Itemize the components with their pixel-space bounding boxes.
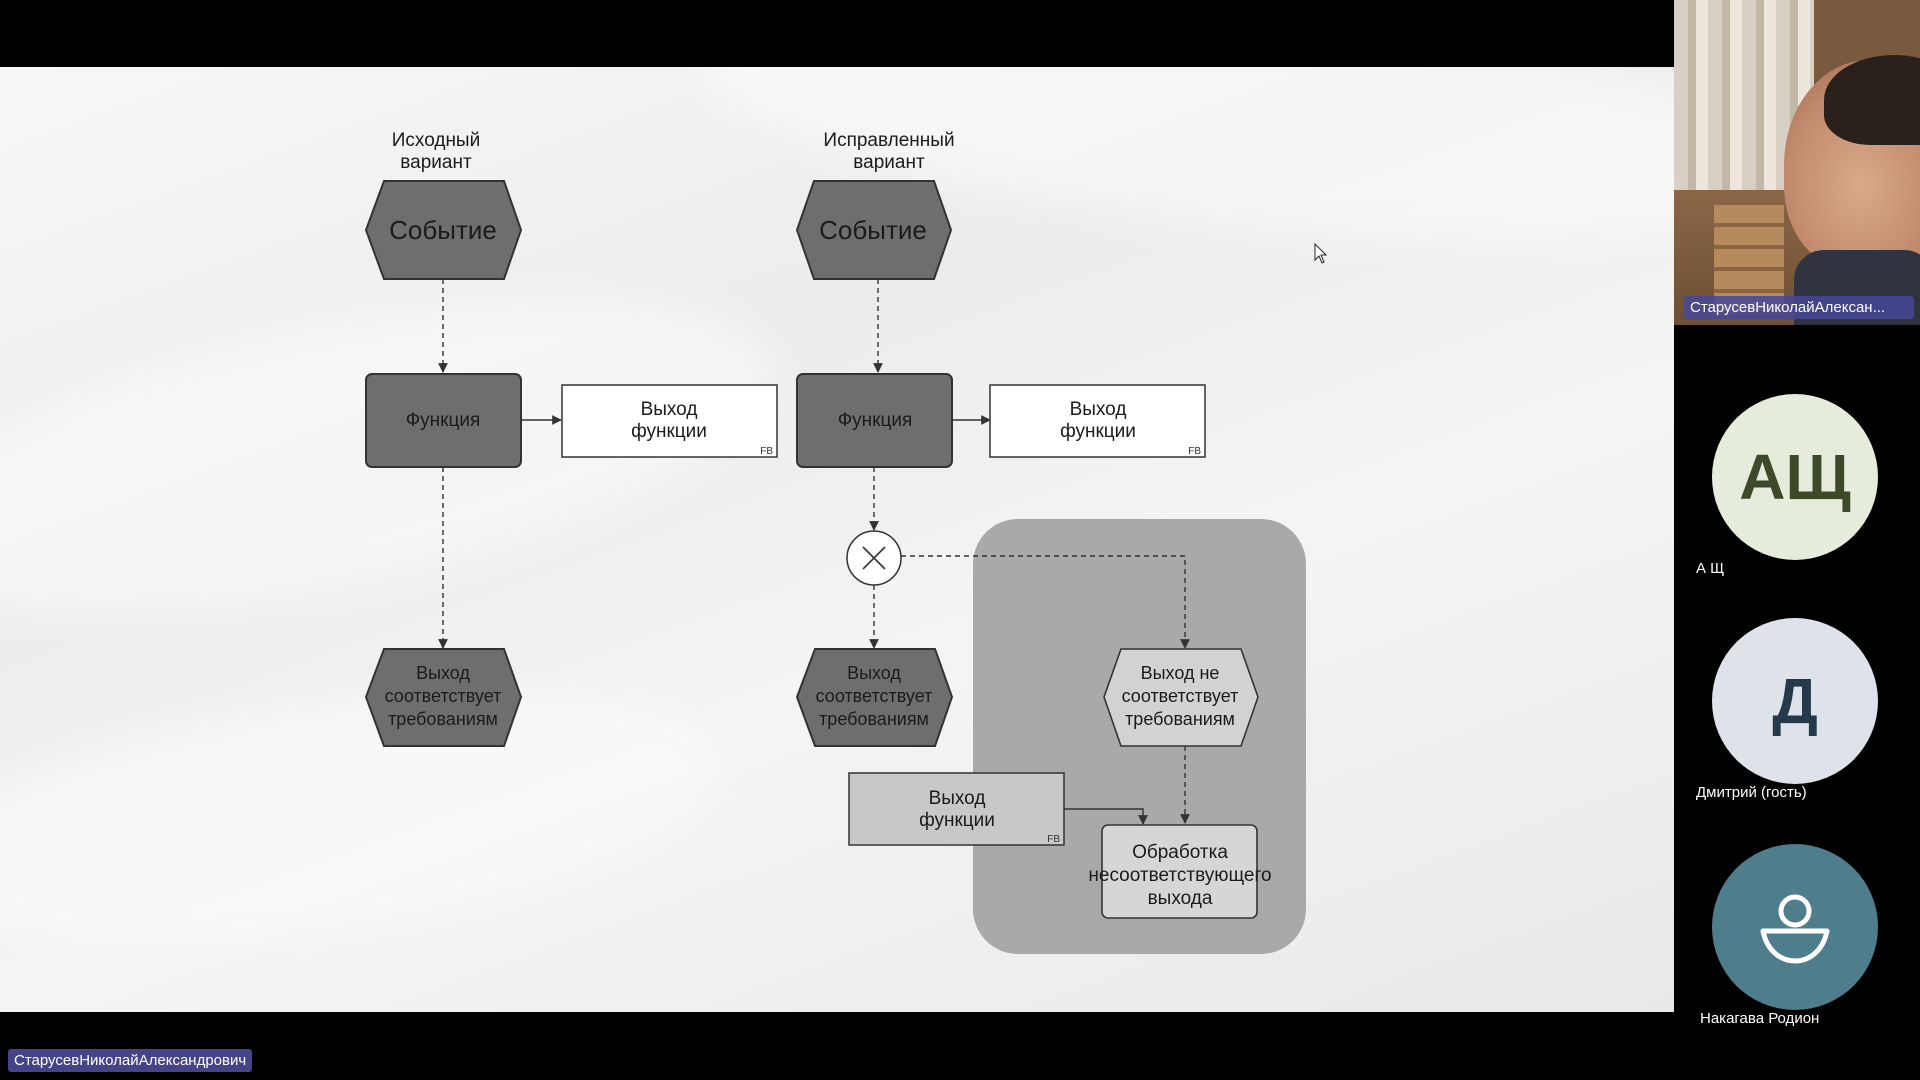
participant-name: А Щ — [1696, 560, 1725, 577]
avatar: АЩ — [1712, 394, 1878, 560]
shared-slide: Исходный вариант Событие Функция Выход ф… — [0, 67, 1674, 1012]
avatar: Д — [1712, 618, 1878, 784]
corrected-result-line2: соответствует — [816, 686, 933, 706]
nonconform-line2: соответствует — [1122, 686, 1239, 706]
original-function-label: Функция — [406, 410, 481, 431]
original-event-node — [364, 180, 523, 280]
corrected-output2-box — [848, 772, 1065, 846]
corrected-event-label: Событие — [819, 215, 927, 245]
presenter-name-tag: СтарусевНиколайАлександрович — [8, 1049, 253, 1072]
handling-function-node — [1101, 824, 1258, 919]
participant-tile-2[interactable]: Д Дмитрий (гость) — [1674, 618, 1920, 818]
corrected-output2-line1: Выход — [929, 788, 986, 809]
participant-tile-3[interactable]: Накагава Родион — [1674, 844, 1920, 1044]
original-result-line3: требованиям — [388, 709, 498, 729]
self-view-name-tag: СтарусевНиколайАлексан... — [1684, 296, 1914, 319]
original-title-line1: Исходный — [392, 130, 480, 151]
avatar-initials: АЩ — [1739, 441, 1851, 513]
corrected-output2-line2: функции — [919, 810, 995, 831]
self-camera-view[interactable] — [1674, 0, 1920, 325]
corrected-output-line2: функции — [1060, 421, 1136, 442]
handling-line1: Обработка — [1132, 842, 1228, 863]
corrected-result-event-node — [795, 648, 954, 747]
avatar-initials: Д — [1772, 665, 1818, 737]
original-event-label: Событие — [389, 215, 497, 245]
corrected-title-line2: вариант — [853, 152, 925, 173]
corrected-output-box — [989, 384, 1206, 458]
participant-tile-1[interactable]: АЩ А Щ — [1674, 394, 1920, 594]
corrected-title-line1: Исправленный — [823, 130, 954, 151]
nonconform-event-node — [1103, 648, 1259, 747]
original-result-event-node — [364, 648, 523, 747]
corrected-connector-to-nonconform — [901, 555, 1190, 649]
handling-line2: несоответствующего — [1088, 865, 1271, 886]
original-output-tag: FB — [760, 446, 773, 457]
participant-name: Дмитрий (гость) — [1696, 784, 1807, 801]
xor-gateway-icon — [846, 530, 902, 586]
nonconform-line3: требованиям — [1125, 709, 1235, 729]
handling-line3: выхода — [1148, 888, 1213, 909]
mouse-cursor-icon — [1314, 243, 1328, 264]
original-output-box — [561, 384, 778, 458]
corrected-output-line1: Выход — [1070, 399, 1127, 420]
corrected-result-line1: Выход — [847, 663, 901, 683]
original-output-line1: Выход — [641, 399, 698, 420]
original-result-line1: Выход — [416, 663, 470, 683]
corrected-output2-tag: FB — [1047, 834, 1060, 845]
original-title-line2: вариант — [400, 152, 472, 173]
nonconform-line1: Выход не — [1141, 663, 1220, 683]
original-result-line2: соответствует — [385, 686, 502, 706]
original-output-line2: функции — [631, 421, 707, 442]
corrected-result-line3: требованиям — [819, 709, 929, 729]
person-icon — [1760, 894, 1830, 964]
participant-name: Накагава Родион — [1700, 1010, 1820, 1027]
epc-diagram: Исходный вариант Событие Функция Выход ф… — [364, 130, 1306, 954]
corrected-event-node — [795, 180, 953, 280]
corrected-function-label: Функция — [838, 410, 913, 431]
output2-connector — [1064, 808, 1148, 825]
corrected-output-tag: FB — [1188, 446, 1201, 457]
avatar — [1712, 844, 1878, 1010]
